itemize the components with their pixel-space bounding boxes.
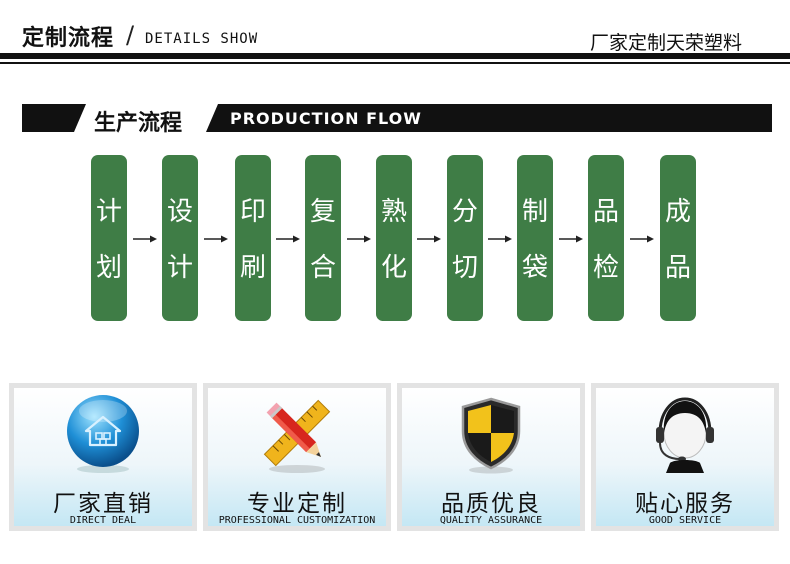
flow-step-bag-making: 制 袋	[517, 155, 553, 321]
feature-subtitle: PROFESSIONAL CUSTOMIZATION	[218, 515, 376, 526]
arrow-right-icon	[559, 235, 583, 243]
flow-step-char: 袋	[521, 253, 548, 283]
flow-step-char: 化	[380, 253, 407, 283]
flow-step-char: 复	[309, 197, 336, 227]
flow-step-char: 设	[166, 197, 193, 227]
header-divider-thin	[0, 62, 790, 64]
house-globe-icon	[67, 395, 139, 473]
flow-step-char: 检	[592, 253, 619, 283]
section-title-cn: 生产流程	[94, 111, 183, 136]
feature-card-direct-deal: 厂家直销 DIRECT DEAL	[9, 383, 197, 531]
arrow-right-icon	[417, 235, 441, 243]
flow-step-cure: 熟 化	[376, 155, 412, 321]
feature-card-service: 贴心服务 GOOD SERVICE	[591, 383, 779, 531]
flow-step-plan: 计 划	[91, 155, 127, 321]
flow-step-print: 印 刷	[235, 155, 271, 321]
flow-step-char: 计	[95, 197, 122, 227]
flow-step-char: 熟	[380, 197, 407, 227]
flow-step-char: 分	[451, 197, 478, 227]
flow-step-char: 制	[521, 197, 548, 227]
flow-step-char: 刷	[239, 253, 266, 283]
feature-title: 贴心服务	[635, 491, 735, 517]
title-separator: /	[126, 21, 135, 49]
flow-step-laminate: 复 合	[305, 155, 341, 321]
flow-step-slit: 分 切	[447, 155, 483, 321]
feature-title: 专业定制	[247, 491, 347, 517]
feature-card-customization: 专业定制 PROFESSIONAL CUSTOMIZATION	[203, 383, 391, 531]
header-divider-thick	[0, 53, 790, 59]
arrow-right-icon	[630, 235, 654, 243]
flow-step-inspect: 品 检	[588, 155, 624, 321]
section-title-en: PRODUCTION FLOW	[230, 109, 422, 128]
arrow-right-icon	[488, 235, 512, 243]
shield-icon	[461, 397, 521, 474]
company-name: 厂家定制天荣塑料	[589, 32, 742, 54]
section-bar-shape	[22, 104, 772, 132]
feature-subtitle: DIRECT DEAL	[69, 515, 137, 526]
feature-card-quality: 品质优良 QUALITY ASSURANCE	[397, 383, 585, 531]
arrow-right-icon	[133, 235, 157, 243]
flow-step-finished: 成 品	[660, 155, 696, 321]
feature-title: 厂家直销	[53, 491, 153, 517]
feature-subtitle: QUALITY ASSURANCE	[439, 515, 543, 526]
section-bar: 生产流程 PRODUCTION FLOW	[22, 104, 772, 136]
page-title: 定制流程	[22, 26, 115, 51]
flow-step-char: 计	[166, 253, 193, 283]
flow-step-char: 品	[664, 253, 691, 283]
feature-subtitle: GOOD SERVICE	[648, 515, 722, 526]
arrow-right-icon	[276, 235, 300, 243]
flow-step-char: 切	[451, 253, 478, 283]
arrow-right-icon	[204, 235, 228, 243]
headset-agent-icon	[656, 397, 714, 473]
flow-step-design: 设 计	[162, 155, 198, 321]
flow-step-char: 合	[309, 253, 336, 283]
flow-step-char: 成	[664, 197, 691, 227]
flow-step-char: 品	[592, 197, 619, 227]
arrow-right-icon	[347, 235, 371, 243]
flow-step-char: 印	[239, 197, 266, 227]
feature-title: 品质优良	[441, 491, 541, 517]
flow-step-char: 划	[95, 253, 122, 283]
pencil-ruler-icon	[263, 399, 331, 473]
page-subtitle: DETAILS SHOW	[145, 31, 259, 47]
production-flow: 计 划 设 计 印 刷 复 合 熟 化 分 切 制 袋 品 检 成 品	[91, 155, 701, 321]
